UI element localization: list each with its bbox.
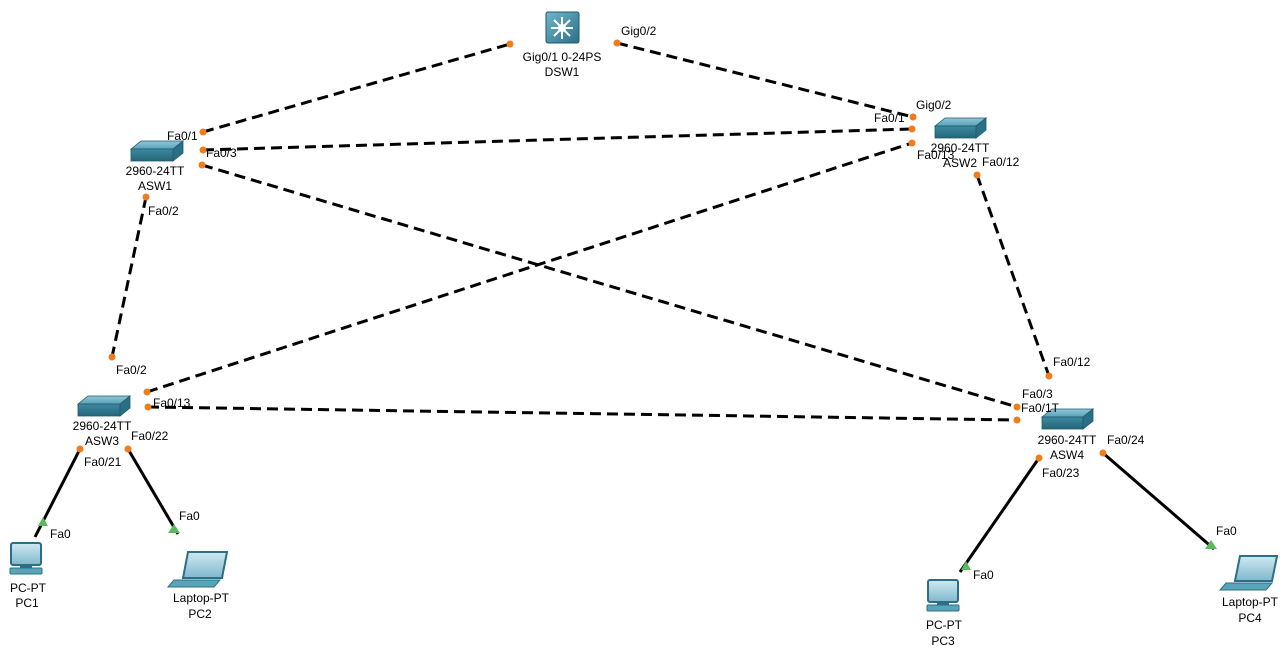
cable-asw4-pc4[interactable]: [1102, 451, 1215, 551]
port-labels: Gig0/2 Gig0/2 Fa0/1 Fa0/13 Fa0/12 Fa0/1 …: [50, 24, 1237, 582]
laptop-icon: [181, 551, 229, 579]
port-label: Fa0/3: [1022, 387, 1053, 401]
device-name-label: ASW3: [85, 434, 119, 448]
device-model-label: PC-PT: [10, 581, 47, 595]
cable-asw3-asw4[interactable]: [147, 405, 1018, 422]
link-light-down: [909, 113, 917, 121]
port-label: Fa0/23: [1042, 466, 1080, 480]
pc-icon: [10, 542, 42, 566]
link-light-down: [124, 445, 132, 453]
device-model-label: PC-PT: [926, 618, 963, 632]
device-name-label: PC3: [931, 634, 955, 648]
port-label: Fa0/1: [167, 129, 198, 143]
link-light-down: [108, 353, 116, 361]
link-light-down: [199, 146, 207, 154]
device-name-label: PC2: [188, 607, 212, 621]
port-label: Fa0: [179, 509, 200, 523]
port-label: Fa0/2: [116, 363, 147, 377]
link-light-down: [1013, 403, 1021, 411]
device-name-label: ASW1: [138, 179, 172, 193]
device-asw3[interactable]: 2960-24TT ASW3: [73, 395, 132, 448]
port-label: Fa0/1: [874, 111, 905, 125]
port-label: Fa0/3: [206, 146, 237, 160]
device-name-label: DSW1: [545, 65, 580, 79]
link-lights: [76, 39, 1107, 462]
device-model-label: 2960-24TT: [126, 164, 185, 178]
link-light-down: [199, 128, 207, 136]
device-pc1[interactable]: PC-PT PC1: [9, 542, 47, 610]
cable-asw1-dsw1[interactable]: [202, 42, 511, 134]
device-asw2[interactable]: 2960-24TT ASW2: [931, 117, 990, 170]
link-light-down: [613, 39, 621, 47]
device-model-label: 2960-24TT: [931, 141, 990, 155]
link-light-up: [168, 524, 180, 533]
port-label: Fa0: [973, 568, 994, 582]
link-light-down: [142, 193, 150, 201]
link-light-down: [1013, 416, 1021, 424]
device-dsw1[interactable]: Gig0/1 0-24PS DSW1: [523, 11, 602, 79]
link-light-down: [144, 403, 152, 411]
port-label: Fa0: [1216, 524, 1237, 538]
port-label: Fa0/2: [148, 204, 179, 218]
cable-asw3-pc2[interactable]: [126, 448, 180, 535]
cable-asw1-asw2[interactable]: [202, 127, 913, 152]
device-model-label: Laptop-PT: [1222, 595, 1279, 609]
cables: [33, 41, 1215, 573]
port-label: Fa0/12: [982, 155, 1020, 169]
cable-dsw1-asw2[interactable]: [616, 41, 914, 119]
device-name-label: PC1: [15, 596, 39, 610]
cable-asw2-asw4[interactable]: [975, 174, 1051, 377]
laptop-icon: [1233, 555, 1279, 582]
device-model-label: Laptop-PT: [173, 591, 230, 605]
link-light-down: [1099, 449, 1107, 457]
link-light-up: [961, 561, 971, 570]
port-label: Fa0/21: [84, 455, 122, 469]
link-lights-up: [38, 517, 1217, 570]
device-pc2[interactable]: Laptop-PT PC2: [166, 551, 230, 621]
device-model-label: 2960-24TT: [1038, 433, 1097, 447]
cable-asw1-asw3[interactable]: [110, 196, 148, 358]
port-label: Fa0/24: [1107, 433, 1145, 447]
device-pc3[interactable]: PC-PT PC3: [926, 579, 963, 648]
device-name-label: ASW2: [943, 156, 977, 170]
link-light-up: [1205, 540, 1217, 549]
cable-asw1-asw4[interactable]: [201, 163, 1018, 409]
link-light-down: [198, 161, 206, 169]
port-label: Fa0/22: [131, 429, 169, 443]
port-label: Fa0/13: [917, 148, 955, 162]
device-asw4[interactable]: 2960-24TT ASW4: [1038, 408, 1097, 462]
device-model-label: 2960-24TT: [73, 419, 132, 433]
link-light-down: [76, 445, 84, 453]
port-label: Fa0/13: [153, 396, 191, 410]
cable-asw4-pc3[interactable]: [958, 457, 1041, 573]
link-light-down: [908, 139, 916, 147]
port-label: Gig0/2: [916, 98, 952, 112]
device-asw1[interactable]: 2960-24TT ASW1: [126, 140, 185, 193]
device-name-label: PC4: [1238, 611, 1262, 625]
link-light-down: [908, 125, 916, 133]
pc-icon: [927, 579, 959, 603]
link-light-down: [973, 171, 981, 179]
link-light-down: [143, 388, 151, 396]
device-model-label: Gig0/1 0-24PS: [523, 50, 602, 64]
link-light-down: [506, 40, 514, 48]
port-label: Fa0/12: [1053, 355, 1091, 369]
device-pc4[interactable]: Laptop-PT PC4: [1218, 555, 1279, 625]
port-label: Fa0/1T: [1021, 401, 1060, 415]
link-light-down: [1035, 454, 1043, 462]
link-light-down: [1045, 372, 1053, 380]
port-label: Gig0/2: [621, 24, 657, 38]
link-light-up: [38, 517, 48, 526]
port-label: Fa0: [50, 527, 71, 541]
device-name-label: ASW4: [1050, 448, 1084, 462]
cable-asw3-asw2[interactable]: [146, 141, 913, 394]
